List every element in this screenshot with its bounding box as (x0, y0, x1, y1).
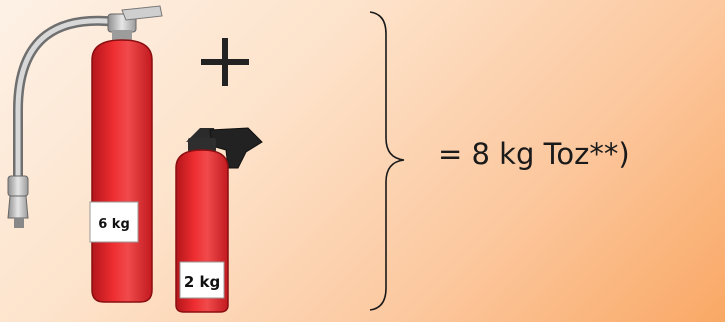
extinguishers-illustration: 6 kg 2 kg (7, 5, 263, 313)
small-extinguisher-label: 2 kg (184, 273, 220, 291)
right-brace (369, 11, 405, 311)
plus-icon (201, 38, 249, 86)
large-extinguisher: 6 kg (89, 5, 163, 303)
equation-text: = 8 kg Toz**) (438, 137, 630, 171)
large-extinguisher-label: 6 kg (98, 217, 130, 232)
small-extinguisher: 2 kg (175, 127, 263, 313)
hose-icon (7, 15, 123, 228)
